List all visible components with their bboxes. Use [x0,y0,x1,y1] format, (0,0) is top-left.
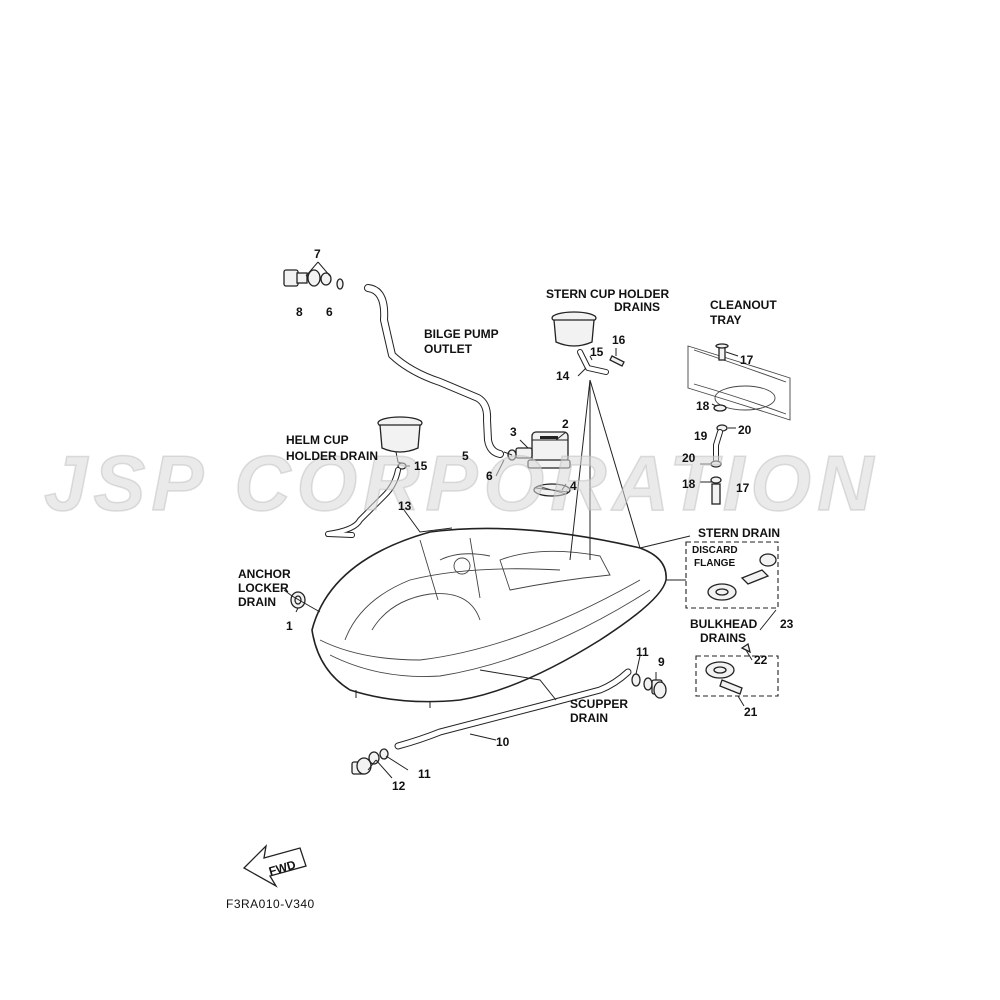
scupper-fitting-icon [631,673,667,699]
callout-scupper-drain: SCUPPER DRAIN [570,697,631,725]
part-number: 10 [496,735,510,749]
stern-cup-holder-icon [551,311,625,375]
part-number: 1 [286,619,293,633]
part-number: 4 [570,479,577,493]
stern-drain-box [685,541,779,609]
scupper-drain-hose [394,668,632,750]
part-number: 8 [296,305,303,319]
part-number: 19 [694,429,708,443]
part-number: 22 [754,653,768,667]
boat-hull [311,527,667,708]
part-number: 15 [414,459,428,473]
callout-stern-cup-holder-drains: STERN CUP HOLDER DRAINS [546,287,672,314]
part-number: 7 [314,247,321,261]
part-number: 13 [398,499,412,513]
leader-lines [283,261,777,779]
part-number: 18 [696,399,710,413]
watermark-text: JSP CORPORATION [44,439,879,527]
part-number: 11 [418,767,431,781]
callout-discard-flange: DISCARD FLANGE [692,545,740,569]
diagram-code: F3RA010-V340 [226,897,315,911]
part-number: 3 [510,425,517,439]
part-number: 23 [780,617,794,631]
part-number: 11 [636,645,649,659]
part-number: 6 [326,305,333,319]
drain-fitting-icon [351,748,389,775]
helm-drain-hose [325,467,401,538]
helm-cup-holder-icon [377,416,423,470]
part-number: 16 [612,333,626,347]
part-number: 6 [486,469,493,483]
bulkhead-drain-box [695,642,779,697]
part-number: 14 [556,369,570,383]
part-number: 18 [682,477,696,491]
part-number: 17 [740,353,754,367]
part-number: 20 [738,423,752,437]
thru-hull-fitting-icon [283,269,344,290]
callout-anchor-locker-drain: ANCHOR LOCKER DRAIN [238,567,294,609]
part-number: 12 [392,779,406,793]
pump-base-strainer-icon [533,483,571,497]
part-number: 21 [744,705,758,719]
bilge-pump-icon [507,431,571,469]
fwd-arrow-icon: FWD [242,844,307,888]
callout-helm-cup-holder-drain: HELM CUP HOLDER DRAIN [286,433,378,463]
part-number: 5 [462,449,469,463]
part-number: 20 [682,451,696,465]
callout-cleanout-tray: CLEANOUT TRAY [710,298,780,327]
bilge-pump-outlet-hose [364,284,504,458]
part-number: 2 [562,417,569,431]
callout-bilge-pump-outlet: BILGE PUMP OUTLET [424,327,502,356]
part-number: 17 [736,481,750,495]
callout-stern-drain: STERN DRAIN [698,526,780,540]
cleanout-tray-icon [687,343,791,505]
part-number: 15 [590,345,604,359]
part-number: 9 [658,655,665,669]
callout-bulkhead-drains: BULKHEAD DRAINS [690,617,761,645]
